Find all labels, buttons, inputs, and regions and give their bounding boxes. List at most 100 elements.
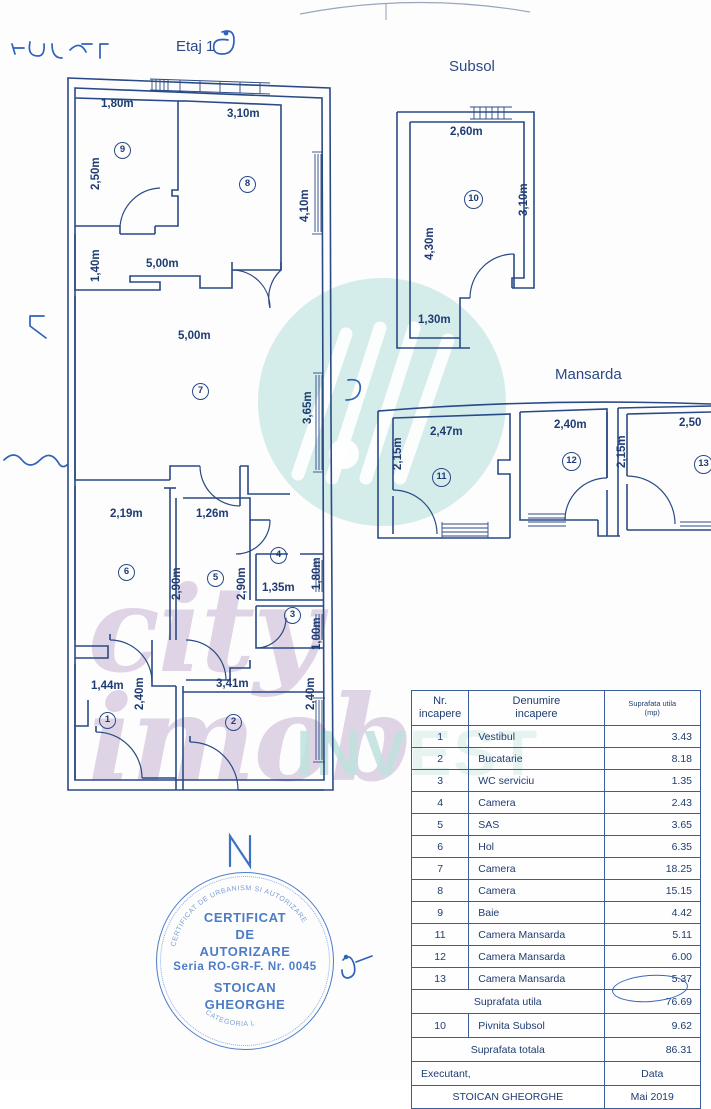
dim-etaj1-5-00m-b: 5,00m — [178, 330, 211, 342]
dim-etaj1-1-00m: 1,00m — [311, 617, 323, 650]
room-area-table: Nr. incapere Denumire incapere Suprafata… — [410, 690, 702, 1109]
table-row-signature-value: STOICAN GHEORGHE Mai 2019 — [411, 1085, 702, 1109]
cell-area: 2.43 — [603, 791, 702, 814]
cell-name: Baie — [468, 901, 605, 924]
table-row: 9 Baie 4.42 — [410, 901, 702, 924]
cell-nr: 2 — [410, 747, 470, 770]
cell-area: 18.25 — [603, 857, 702, 880]
room-marker-6: 6 — [118, 564, 135, 581]
dim-etaj1-1-40m: 1,40m — [90, 249, 102, 282]
north-marker-label: N — [226, 828, 227, 829]
header-nr-incapere: Nr. incapere — [410, 690, 470, 726]
floor-plan-sheet: city imob INVEST — [3, 1, 711, 1109]
cell-nr: 9 — [410, 901, 470, 924]
dim-mansarda-2-15m-a: 2,15m — [392, 437, 404, 470]
section-title-etaj1: Etaj 1 — [176, 38, 215, 55]
dim-etaj1-2-40m-b: 2,40m — [305, 677, 317, 710]
dim-mansarda-2-50m: 2,50 — [679, 417, 702, 429]
table-row: 12 Camera Mansarda 6.00 — [410, 945, 702, 968]
dim-subsol-4-30m: 4,30m — [424, 227, 436, 260]
table-row: 5 SAS 3.65 — [410, 813, 702, 836]
cell-name: WC serviciu — [468, 769, 605, 792]
cell-area: 6.00 — [603, 945, 702, 968]
dim-etaj1-2-19m: 2,19m — [110, 508, 143, 520]
table-row: 7 Camera 18.25 — [410, 857, 702, 880]
table-row: 8 Camera 15.15 — [410, 879, 702, 902]
table-row-signature-header: Executant, Data — [411, 1061, 702, 1086]
cell-basement-nr: 10 — [410, 1013, 470, 1038]
table-row: 4 Camera 2.43 — [410, 791, 702, 814]
cell-executant-label: Executant, — [411, 1061, 605, 1086]
cell-name: Camera Mansarda — [468, 945, 605, 968]
table-header: Nr. incapere Denumire incapere Suprafata… — [410, 690, 702, 726]
stamp-line-de: DE — [235, 927, 255, 943]
room-marker-11: 11 — [432, 468, 451, 487]
dim-etaj1-2-40m-a: 2,40m — [134, 677, 146, 710]
dim-subsol-3-10m: 3,10m — [518, 183, 530, 216]
table-row-total: Suprafata totala 86.31 — [411, 1037, 702, 1062]
dim-etaj1-1-35m: 1,35m — [262, 582, 295, 594]
header-suprafata-utila: Suprafata utila (mp) — [603, 690, 702, 726]
authorization-stamp: CERTIFICAT DE AUTORIZARE Seria RO-GR-F. … — [156, 872, 334, 1050]
room-marker-1: 1 — [99, 712, 116, 729]
dim-etaj1-5-00m-a: 5,00m — [146, 258, 179, 270]
dim-mansarda-2-40m: 2,40m — [554, 419, 587, 431]
dim-mansarda-2-15m-b: 2,15m — [616, 435, 628, 468]
cell-executant-name: STOICAN GHEORGHE — [411, 1085, 605, 1109]
header-nr-line1: Nr. — [433, 694, 448, 707]
cell-name: Camera — [468, 791, 605, 814]
cell-subtotal-area: 76.69 — [603, 989, 702, 1014]
section-title-subsol: Subsol — [449, 58, 495, 75]
table-row-subtotal: Suprafata utila 76.69 — [411, 989, 702, 1014]
header-denumire-incapere: Denumire incapere — [468, 690, 605, 726]
dim-etaj1-3-65m: 3,65m — [302, 391, 314, 424]
room-marker-12: 12 — [562, 452, 581, 471]
stamp-line-autorizare: AUTORIZARE — [199, 944, 291, 960]
cell-nr: 13 — [410, 967, 470, 990]
section-title-mansarda: Mansarda — [555, 366, 622, 383]
room-marker-3: 3 — [284, 607, 301, 624]
cell-date-value: Mai 2019 — [603, 1085, 702, 1109]
cell-area: 6.35 — [603, 835, 702, 858]
cell-name: Camera Mansarda — [468, 967, 605, 990]
stamp-line-certificat: CERTIFICAT — [203, 910, 287, 926]
cell-total-area: 86.31 — [603, 1037, 702, 1062]
cell-area: 5.11 — [603, 923, 702, 946]
dim-etaj1-1-80m: 1,80m — [101, 98, 134, 110]
table-row: 13 Camera Mansarda 5.37 — [410, 967, 702, 990]
header-name-line2: incapere — [515, 708, 558, 720]
room-marker-7: 7 — [192, 383, 209, 400]
stamp-line-firstname: GHEORGHE — [204, 996, 286, 1012]
header-area-line2: (mp) — [644, 708, 660, 717]
stamp-line-surname: STOICAN — [213, 979, 277, 995]
cell-nr: 6 — [410, 835, 470, 858]
dim-etaj1-2-90m-a: 2,90m — [171, 567, 183, 600]
table-body: 1 Vestibul 3.43 2 Bucatarie 8.18 3 WC se… — [410, 725, 702, 1109]
cell-name: SAS — [468, 813, 605, 836]
cell-nr: 8 — [410, 879, 470, 902]
cell-subtotal-label: Suprafata utila — [411, 989, 605, 1014]
cell-nr: 5 — [410, 813, 470, 836]
dim-etaj1-1-80m-b: 1,80m — [311, 557, 323, 590]
header-name-line1: Denumire — [512, 694, 561, 707]
cell-area: 4.42 — [603, 901, 702, 924]
table-row: 2 Bucatarie 8.18 — [410, 747, 702, 770]
cell-area: 5.37 — [603, 967, 702, 990]
cell-area: 15.15 — [603, 879, 702, 902]
cell-name: Bucatarie — [468, 747, 605, 770]
dim-etaj1-3-10m: 3,10m — [227, 108, 260, 120]
table-row: 6 Hol 6.35 — [410, 835, 702, 858]
table-row: 11 Camera Mansarda 5.11 — [410, 923, 702, 946]
cell-area: 3.65 — [603, 813, 702, 836]
header-area-line1: Suprafata utila — [628, 698, 677, 708]
cell-name: Camera — [468, 879, 605, 902]
dim-etaj1-1-26m: 1,26m — [196, 508, 229, 520]
cell-name: Vestibul — [468, 725, 605, 748]
room-marker-10: 10 — [464, 190, 483, 209]
cell-area: 1.35 — [603, 769, 702, 792]
dim-subsol-2-60m: 2,60m — [450, 126, 483, 138]
room-marker-4: 4 — [270, 547, 287, 564]
dim-subsol-1-30m: 1,30m — [418, 314, 451, 326]
cell-name: Camera — [468, 857, 605, 880]
cell-area: 8.18 — [603, 747, 702, 770]
